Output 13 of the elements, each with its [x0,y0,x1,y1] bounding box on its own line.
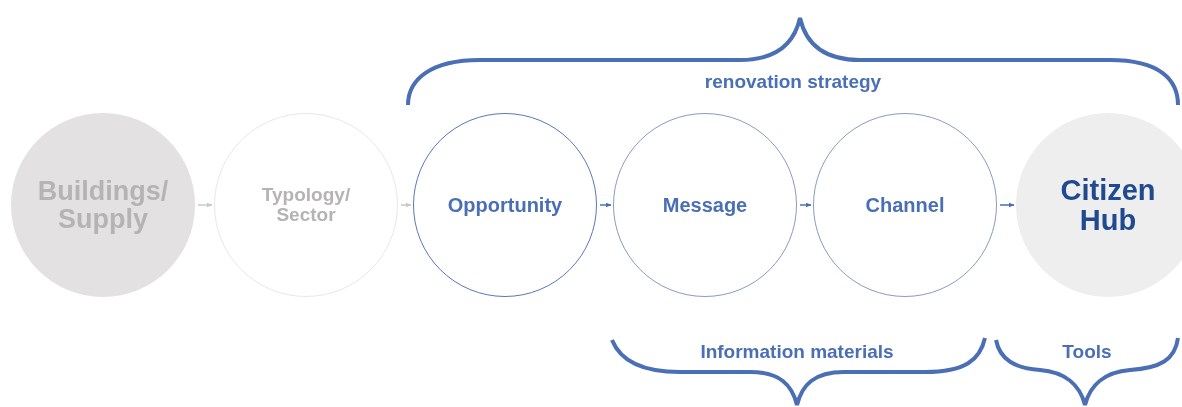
node-label: Message [661,194,749,216]
node-label: Opportunity [446,194,564,216]
arrow [999,202,1015,208]
arrow [197,202,213,208]
arrow [799,202,812,208]
node-label: Channel [864,194,946,216]
arrow [400,202,412,208]
node-label: Typology/ Sector [260,185,352,225]
brace-label: Information materials [700,341,894,363]
brace-label: renovation strategy [704,71,882,93]
arrow [599,202,612,208]
brace-label: Tools [1062,341,1112,363]
node-label: Citizen Hub [1059,174,1157,236]
